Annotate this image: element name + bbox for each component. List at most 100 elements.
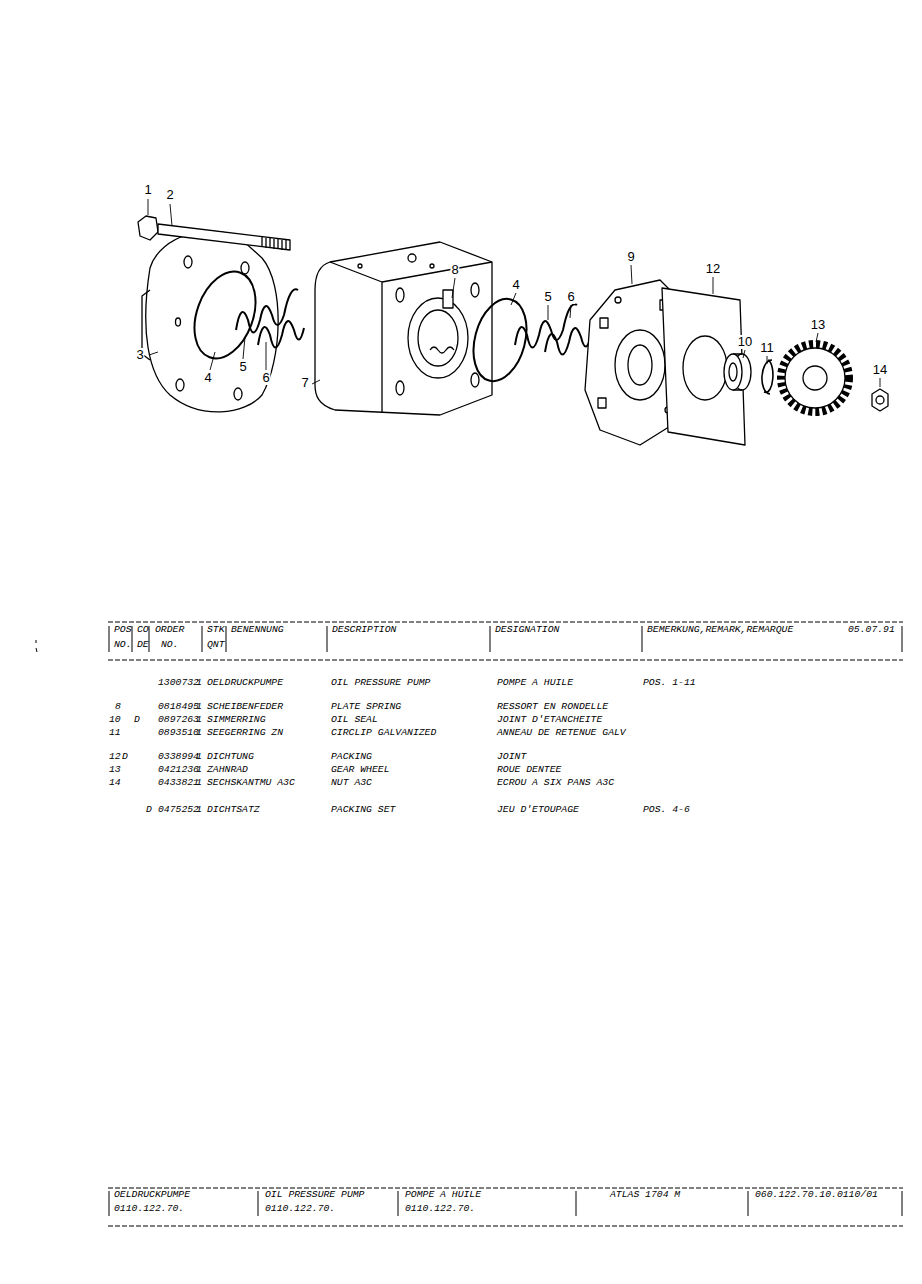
callout-number: 4 xyxy=(511,278,520,292)
table-cell: POS xyxy=(114,624,132,636)
table-cell: BEMERKUNG,REMARK,REMARQUE xyxy=(647,624,793,636)
table-cell: ANNEAU DE RETENUE GALV xyxy=(497,727,626,739)
table-cell: SIMMERRING xyxy=(207,714,266,726)
table-cell: QNT xyxy=(207,639,225,651)
table-cell: 05.07.91 xyxy=(848,624,895,636)
table-cell: 13 xyxy=(109,764,121,776)
callout-number: 1 xyxy=(143,183,152,197)
table-cell: 1 xyxy=(196,777,202,789)
table-cell: NO. xyxy=(114,639,132,651)
table-cell: ORDER xyxy=(155,624,184,636)
table-cell: POS. 4-6 xyxy=(643,804,690,816)
spring xyxy=(258,321,304,347)
table-cell: 10 xyxy=(109,714,121,726)
table-cell: CIRCLIP GALVANIZED xyxy=(331,727,436,739)
leader-lines xyxy=(148,199,880,387)
table-cell: ZAHNRAD xyxy=(207,764,248,776)
table-cell: 0475252 xyxy=(158,804,199,816)
table-cell: DICHTUNG xyxy=(207,751,254,763)
callout-number: 6 xyxy=(261,371,270,385)
table-cell: 1 xyxy=(196,764,202,776)
table-cell: OIL PRESSURE PUMP xyxy=(265,1189,364,1201)
table-cell: ECROU A SIX PANS A3C xyxy=(497,777,614,789)
table-cell: 1 xyxy=(196,677,202,689)
end-cover xyxy=(146,231,278,412)
table-cell: OELDRUCKPUMPE xyxy=(207,677,283,689)
table-cell: 0893510 xyxy=(158,727,199,739)
table-cell: 0110.122.70. xyxy=(405,1203,475,1215)
table-cell: JOINT D'ETANCHEITE xyxy=(497,714,602,726)
callout-number: 13 xyxy=(810,318,826,332)
table-cell: 14 xyxy=(109,777,121,789)
table-cell: 0433821 xyxy=(158,777,199,789)
table-cell: NUT A3C xyxy=(331,777,372,789)
callout-number: 8 xyxy=(450,263,459,277)
table-cell: JEU D'ETOUPAGE xyxy=(497,804,579,816)
table-cell: 0110.122.70. xyxy=(265,1203,335,1215)
table-cell: POS. 1-11 xyxy=(643,677,696,689)
table-cell: OIL PRESSURE PUMP xyxy=(331,677,430,689)
table-cell: 0338994 xyxy=(158,751,199,763)
table-cell: 0897263 xyxy=(158,714,199,726)
gear-wheel xyxy=(781,344,849,412)
table-cell: 0421236 xyxy=(158,764,199,776)
spring xyxy=(545,328,591,354)
o-ring xyxy=(183,263,266,367)
table-cell: ATLAS 1704 M xyxy=(610,1189,680,1201)
table-cell: D xyxy=(122,751,128,763)
table-cell: 1 xyxy=(196,804,202,816)
table-cell: D xyxy=(146,804,152,816)
table-cell: 11 xyxy=(109,727,121,739)
callout-number: 5 xyxy=(543,290,552,304)
table-cell: DICHTSATZ xyxy=(207,804,260,816)
table-cell: 1 xyxy=(196,751,202,763)
table-cell: 12 xyxy=(109,751,121,763)
oil-seal xyxy=(724,354,742,390)
hex-nut xyxy=(872,389,888,411)
gasket xyxy=(662,288,745,445)
callout-number: 3 xyxy=(135,348,144,362)
table-cell: D xyxy=(134,714,140,726)
table-cell: 1 xyxy=(196,701,202,713)
table-cell: DE xyxy=(137,639,149,651)
table-cell: GEAR WHEEL xyxy=(331,764,390,776)
table-cell: POMPE A HUILE xyxy=(405,1189,481,1201)
callout-number: 7 xyxy=(300,376,309,390)
callout-number: 4 xyxy=(203,371,212,385)
spring xyxy=(515,304,577,347)
table-rules xyxy=(36,622,903,1226)
o-ring xyxy=(465,293,535,387)
table-cell: PACKING SET xyxy=(331,804,395,816)
table-cell: STK xyxy=(207,624,225,636)
table-cell: SEEGERRING ZN xyxy=(207,727,283,739)
table-cell: 8 xyxy=(115,701,121,713)
table-cell: PACKING xyxy=(331,751,372,763)
callout-number: 11 xyxy=(759,341,775,355)
table-cell: 0110.122.70. xyxy=(114,1203,184,1215)
table-cell: PLATE SPRING xyxy=(331,701,401,713)
circlip xyxy=(762,360,773,394)
callout-number: 9 xyxy=(626,250,635,264)
bolt-head xyxy=(138,216,158,240)
spring xyxy=(236,289,298,332)
callout-number: 5 xyxy=(238,360,247,374)
callout-number: 14 xyxy=(872,363,888,377)
table-cell: 1 xyxy=(196,714,202,726)
callout-number: 12 xyxy=(705,262,721,276)
table-cell: JOINT xyxy=(497,751,526,763)
table-cell: OELDRUCKPUMPE xyxy=(114,1189,190,1201)
callout-number: 2 xyxy=(165,188,174,202)
table-cell: CO xyxy=(137,624,149,636)
table-cell: 060.122.70.10.0110/01 xyxy=(755,1189,878,1201)
callout-number: 10 xyxy=(737,335,753,349)
table-cell: 1300732 xyxy=(158,677,199,689)
table-cell: NO. xyxy=(161,639,179,651)
table-cell: SECHSKANTMU A3C xyxy=(207,777,295,789)
table-cell: RESSORT EN RONDELLE xyxy=(497,701,608,713)
table-cell: SCHEIBENFEDER xyxy=(207,701,283,713)
table-cell: POMPE A HUILE xyxy=(497,677,573,689)
table-cell: ROUE DENTEE xyxy=(497,764,561,776)
table-cell: DESIGNATION xyxy=(495,624,559,636)
stud xyxy=(158,224,290,250)
